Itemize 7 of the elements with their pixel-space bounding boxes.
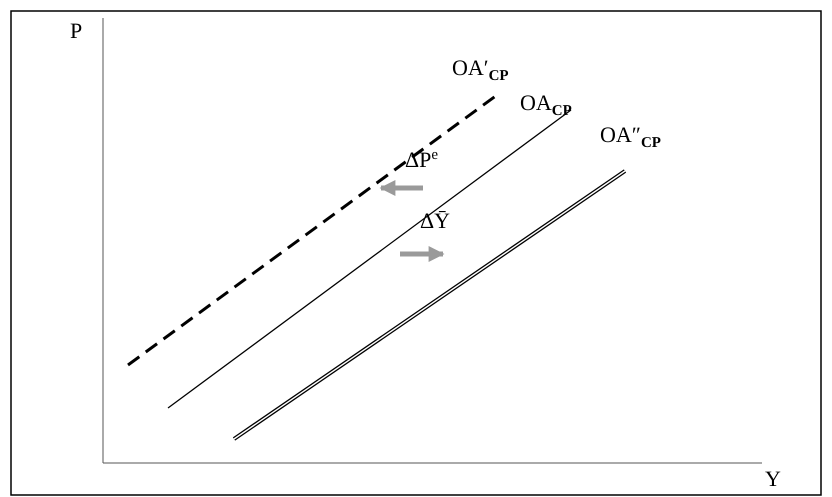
curve-label: OA′$_{CP}$: [452, 57, 509, 84]
curve-label: ΔȲ: [420, 210, 450, 232]
axis-label: Y: [765, 468, 781, 490]
curve-label: ΔP$^{e}$: [405, 148, 438, 171]
curve-label: OA″$_{CP}$: [600, 124, 661, 151]
axis-label: P: [70, 20, 82, 42]
curve-label: OA$_{CP}$: [520, 92, 572, 119]
